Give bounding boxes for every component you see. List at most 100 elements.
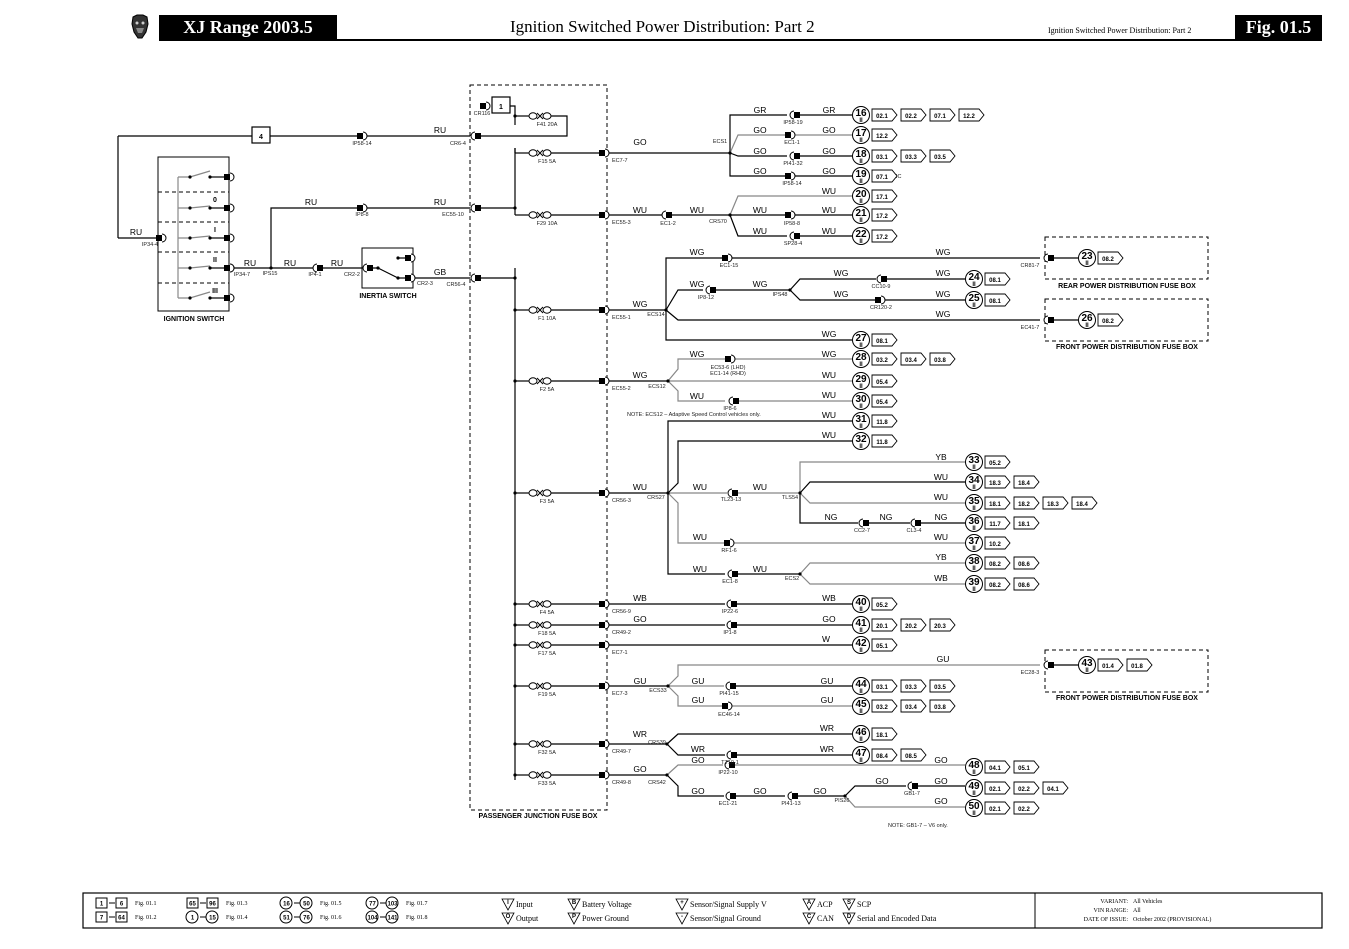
ic-note: IC [896,174,902,180]
wire-label: WU [693,482,707,492]
wire-label: WU [934,492,948,502]
page-ref-label: 08.2 [989,562,1001,568]
switch-blade [178,291,211,299]
pin-number: 35 [968,496,980,507]
page-ref-arrow [900,352,927,366]
page-ref-label: 07.1 [876,175,888,181]
connector-label: EC55-10 [442,212,464,218]
connector-label: IP58-14 [352,141,371,147]
output-pin-45 [852,697,870,715]
page-ref-arrow [984,801,1011,815]
page-ref-label: 08.1 [989,299,1001,305]
page-ref-label: 02.1 [989,787,1001,793]
page-ref-arrow [871,434,898,448]
fuse-label: F4 5A [540,610,555,616]
wire-label: WR [691,744,705,754]
page-ref-arrow [871,727,898,741]
connector-icon [599,739,610,749]
page-ref-label: 02.1 [876,114,888,120]
fuse-label: F2 5A [540,387,555,393]
connector-icon [357,203,368,213]
connector-label: PI41-32 [783,161,802,167]
wire-label: GR [823,105,836,115]
symbol-glyph: - [681,914,683,920]
connector-label: EC1-1 [784,140,800,146]
ref-box-4 [251,126,271,144]
page-ref-arrow [871,394,898,408]
wire-label: WG [936,268,951,278]
splice-dot [665,773,669,777]
connector-label: CC10-9 [872,284,891,290]
legend-fig: Fig. 01.3 [226,901,248,907]
symbol-acp-icon [802,898,816,911]
page-ref-label: 03.4 [905,358,917,364]
connector-label: EC55-2 [612,386,631,392]
connector-icon [907,781,918,791]
symbol-scp-icon [842,898,856,911]
pin-number: 30 [855,394,867,405]
symbol-sensor-signal-supply-v-icon [675,898,689,911]
wire [372,267,399,279]
page-ref-arrow [1126,658,1153,672]
splice-dot [513,602,517,606]
pin-class: II [859,239,863,245]
output-pin-36 [965,514,983,532]
pin-number: 45 [855,699,867,710]
page-ref-arrow [984,293,1011,307]
page-ref-arrow [1013,556,1040,570]
legend-number: 1 [100,902,104,908]
connector-label: CRS70 [709,219,727,225]
pin-number: 25 [968,293,980,304]
wire [667,685,723,707]
output-pin-30 [852,392,870,410]
pin-class: II [972,303,976,309]
wire [667,380,725,402]
wire-label: GR [754,105,767,115]
switch-contact [208,266,212,270]
wire [665,309,1040,321]
connector-icon [599,770,610,780]
wire-label: RU [284,258,296,268]
page-ref-label: 02.2 [1018,787,1030,793]
page-ref-label: 05.2 [989,461,1001,467]
splice-dot [396,256,400,260]
splice-dot [513,114,517,118]
connector-icon [599,210,610,220]
pin-number: 32 [855,434,867,445]
pin-class: II [859,737,863,743]
connector-label: CR6-4 [450,141,466,147]
switch-contact [188,175,192,179]
page-ref-arrow [871,374,898,388]
wire [666,733,852,745]
fuse-label: F32 5A [538,750,556,756]
pin-class: II [859,343,863,349]
symbol-label: Power Ground [582,914,629,923]
connector-label: TT10-1 [721,760,739,766]
legend-box [206,897,219,909]
fuse-label: F29 10A [537,221,558,227]
splice-dot [513,206,517,210]
wire [729,152,787,157]
wire [667,493,725,575]
legend-number: 141 [387,916,398,922]
page-ref-arrow [871,333,898,347]
connector-icon [726,599,737,609]
connector-label: ECS14 [647,312,664,318]
symbol-power-ground-icon [567,912,581,925]
wire-label: GO [822,614,836,624]
page-ref-label: 03.1 [876,685,888,691]
fuse-f1 [528,306,552,314]
pin-number: 41 [855,618,867,629]
page-ref-arrow [1013,781,1040,795]
page-ref-label: 03.3 [905,155,917,161]
date-value: October 2002 (PROVISIONAL) [1133,916,1211,923]
connector-icon [405,273,416,283]
page-ref-label: 12.2 [876,134,888,140]
wire-label: GU [821,695,834,705]
output-pin-17 [852,126,870,144]
connector-icon [1043,315,1054,325]
wire-label: RU [331,258,343,268]
output-pin-44 [852,677,870,695]
page-ref-label: 08.1 [876,339,888,345]
pin-number: 28 [855,352,867,363]
